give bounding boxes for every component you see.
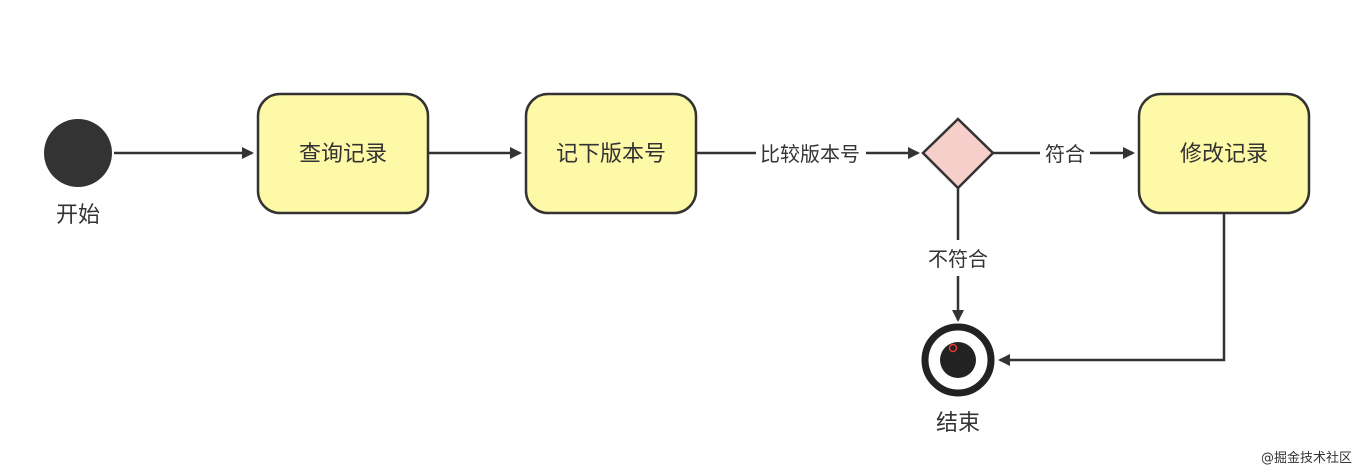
action-record-version-label: 记下版本号 xyxy=(556,142,666,167)
action-query-records xyxy=(256,92,430,215)
end-node-highlight xyxy=(948,343,958,353)
edge-label-match: 符合 xyxy=(1045,142,1085,166)
edge-modify-to-end xyxy=(998,214,1226,366)
decision-diamond xyxy=(921,117,995,190)
action-record-version xyxy=(524,92,698,215)
edge-label-compare: 比较版本号 xyxy=(760,142,860,166)
watermark: @掘金技术社区 xyxy=(1260,451,1352,466)
end-label: 结束 xyxy=(936,411,980,436)
edge-label-mismatch: 不符合 xyxy=(928,247,988,271)
action-modify-records xyxy=(1137,92,1311,215)
start-label: 开始 xyxy=(56,203,100,228)
start-node xyxy=(44,119,112,187)
action-query-records-label: 查询记录 xyxy=(299,142,387,167)
action-modify-records-label: 修改记录 xyxy=(1180,142,1268,167)
end-node-inner-dot xyxy=(940,342,976,378)
